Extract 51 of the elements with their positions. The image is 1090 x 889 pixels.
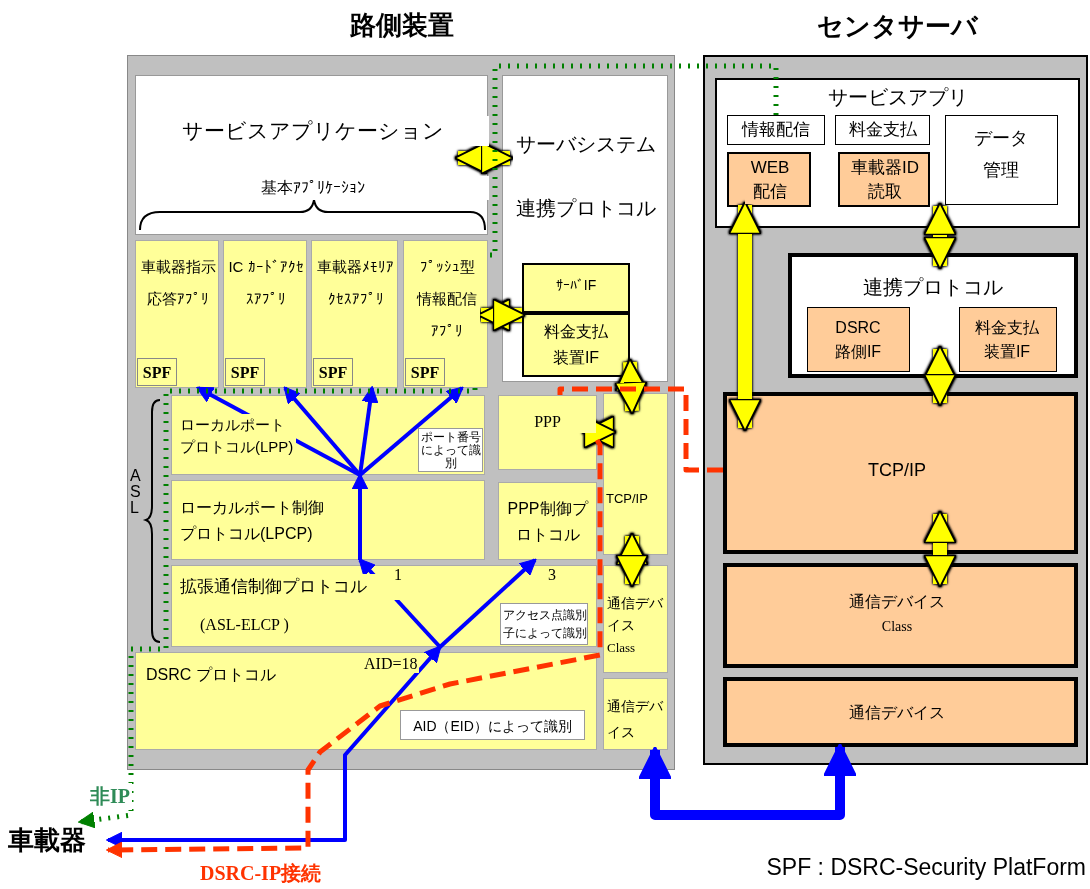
footnote: SPF : DSRC-Security PlatForm xyxy=(765,856,1086,879)
app-box xyxy=(311,240,398,388)
connector-line xyxy=(488,63,779,258)
arrow xyxy=(77,385,478,829)
function-box xyxy=(945,115,1058,205)
app-box xyxy=(135,240,219,388)
interface-box xyxy=(522,263,630,313)
double-arrow xyxy=(580,415,618,449)
protocol-layer xyxy=(603,393,668,555)
application-box xyxy=(135,75,488,235)
double-arrow xyxy=(638,742,857,820)
edge-label: AID=18 xyxy=(362,655,420,673)
heading: 路側装置 xyxy=(349,9,455,41)
app-box xyxy=(403,240,488,388)
protocol-layer xyxy=(603,678,668,750)
protocol-layer xyxy=(171,565,597,647)
protocol-layer xyxy=(723,392,1078,554)
box-label: ローカルポートプロトコル(LPP) xyxy=(180,414,296,458)
application-box xyxy=(715,78,1080,228)
protocol-layer xyxy=(603,565,668,673)
double-arrow xyxy=(923,344,957,408)
box-label: アクセス点識別子によって識別 xyxy=(502,606,587,642)
double-arrow xyxy=(923,201,957,271)
interface-box xyxy=(807,307,910,372)
arrow xyxy=(105,439,603,859)
protocol-box xyxy=(502,75,668,382)
protocol-layer xyxy=(498,482,597,560)
protocol-layer xyxy=(498,395,597,470)
protocol-box xyxy=(788,253,1078,378)
asl-label: ASL xyxy=(130,468,142,516)
interface-box xyxy=(522,313,630,377)
double-arrow xyxy=(728,200,762,433)
box-label: ポート番号によって識別 xyxy=(420,431,482,470)
function-box xyxy=(727,152,811,207)
protocol-layer xyxy=(135,652,597,750)
connector-line xyxy=(557,386,723,473)
protocol-layer xyxy=(171,480,485,560)
arrow xyxy=(438,558,537,649)
double-arrow xyxy=(615,531,649,589)
edge-label: 非IP xyxy=(88,783,132,810)
protocol-layer xyxy=(723,563,1078,668)
double-arrow xyxy=(923,509,957,589)
protocol-layer xyxy=(171,395,485,475)
arrow xyxy=(358,385,379,476)
app-box xyxy=(223,240,307,388)
heading: センタサーバ xyxy=(816,10,979,42)
interface-box xyxy=(959,307,1057,372)
function-box xyxy=(838,152,930,207)
protocol-layer xyxy=(723,677,1078,747)
double-arrow xyxy=(613,357,649,416)
heading: 車載器 xyxy=(8,824,87,857)
